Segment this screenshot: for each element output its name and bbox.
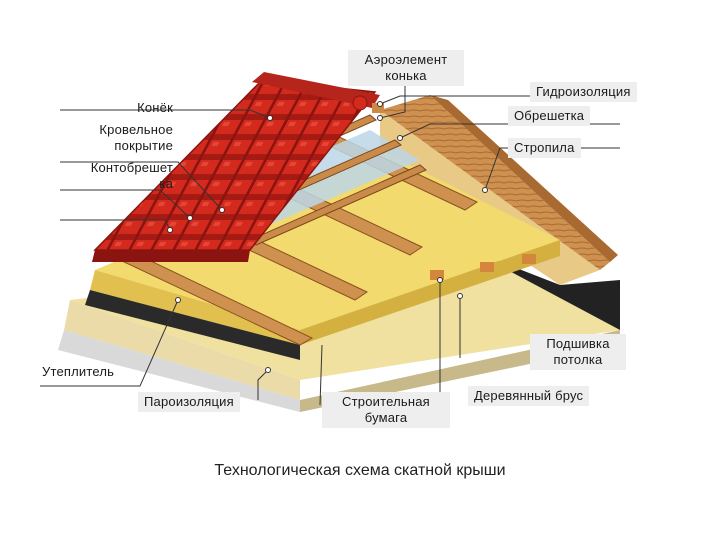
label-building-paper-line1: Строительная — [342, 394, 430, 409]
label-battens-text: Обрешетка — [514, 108, 585, 123]
label-ridge-text: Конёк — [137, 100, 173, 115]
label-battens: Обрешетка — [508, 106, 591, 126]
wooden-beams — [430, 254, 536, 280]
label-counter-batten-line2: ка — [159, 176, 173, 191]
label-ceiling-lining: Подшивка потолка — [530, 334, 626, 370]
label-aero-element-line2: конька — [385, 68, 427, 83]
label-ceiling-lining-line2: потолка — [553, 352, 603, 367]
leader-dots — [167, 101, 488, 373]
label-building-paper: Строительная бумага — [322, 392, 450, 428]
label-rafters-text: Стропила — [514, 140, 575, 155]
ridge — [252, 72, 384, 113]
label-rafters: Стропила — [508, 138, 581, 158]
label-roof-covering: Кровельное покрытие — [60, 122, 173, 154]
label-wooden-beam-text: Деревянный брус — [474, 388, 584, 403]
label-ceiling-lining-line1: Подшивка — [546, 336, 610, 351]
label-insulation-text: Утеплитель — [42, 364, 115, 379]
label-aero-element: Аэроэлемент конька — [348, 50, 464, 86]
label-roof-covering-line2: покрытие — [114, 138, 173, 153]
label-vapor-barrier-text: Пароизоляция — [144, 394, 234, 409]
label-roof-covering-line1: Кровельное — [99, 122, 173, 137]
label-insulation: Утеплитель — [42, 364, 114, 380]
label-vapor-barrier: Пароизоляция — [138, 392, 240, 412]
label-building-paper-line2: бумага — [364, 410, 408, 425]
label-ridge: Конёк — [60, 100, 173, 116]
label-wooden-beam: Деревянный брус — [468, 386, 590, 406]
label-waterproofing-text: Гидроизоляция — [536, 84, 631, 99]
label-counter-batten-line1: Контобрешет — [90, 160, 173, 175]
diagram-caption: Технологическая схема скатной крыши — [214, 462, 506, 479]
roof-tiles — [92, 79, 377, 262]
leader-lines — [40, 86, 620, 406]
label-counter-batten: Контобрешет ка — [60, 160, 173, 192]
label-waterproofing: Гидроизоляция — [530, 82, 637, 102]
label-aero-element-line1: Аэроэлемент — [364, 52, 448, 67]
vapor-barrier — [85, 290, 300, 360]
